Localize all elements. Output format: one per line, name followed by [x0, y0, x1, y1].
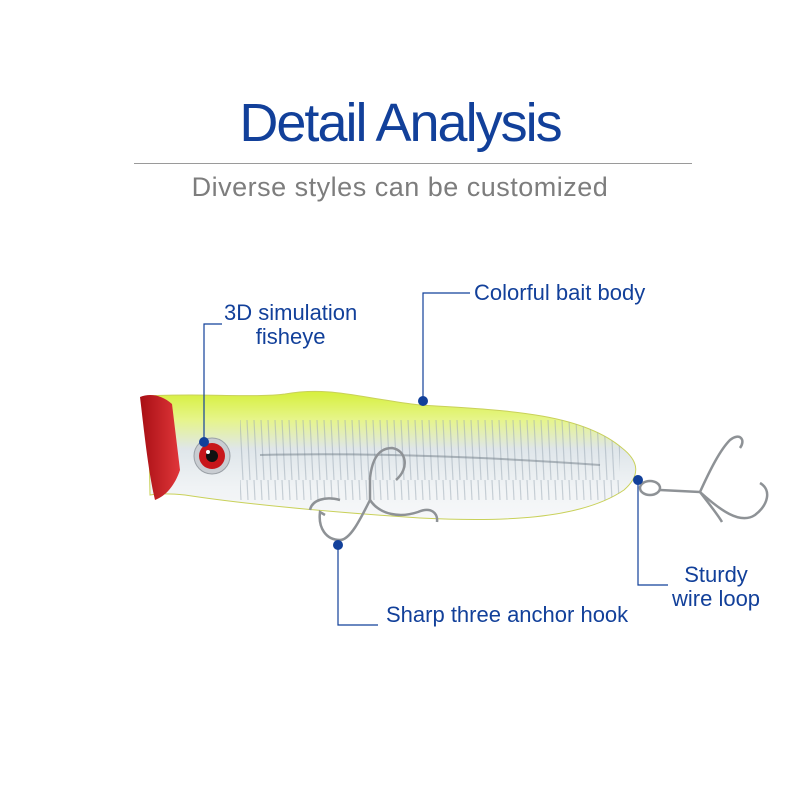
lure-head: [140, 395, 180, 500]
callout-lines: [203, 292, 668, 626]
callout-wire-loop-line1: Sturdy: [684, 562, 748, 587]
treble-hook-front: [308, 446, 439, 542]
page-subtitle: Diverse styles can be customized: [191, 172, 609, 202]
callout-dots: [199, 396, 643, 550]
callout-hook: Sharp three anchor hook: [386, 602, 629, 627]
treble-hook-rear: [638, 435, 769, 523]
callout-wire-loop-line2: wire loop: [672, 586, 761, 611]
page-title: Detail Analysis: [239, 93, 562, 153]
callout-bait-body: Colorful bait body: [474, 280, 646, 305]
bait-body: [147, 390, 637, 521]
callout-wire-loop: Sturdy wire loop: [672, 563, 760, 611]
callout-fisheye-line2: fisheye: [255, 324, 326, 349]
fisheye-icon: [193, 437, 231, 475]
title-divider: [134, 163, 692, 164]
callout-fisheye-line1: 3D simulation: [224, 300, 358, 325]
callout-fisheye: 3D simulation fisheye: [224, 301, 357, 349]
